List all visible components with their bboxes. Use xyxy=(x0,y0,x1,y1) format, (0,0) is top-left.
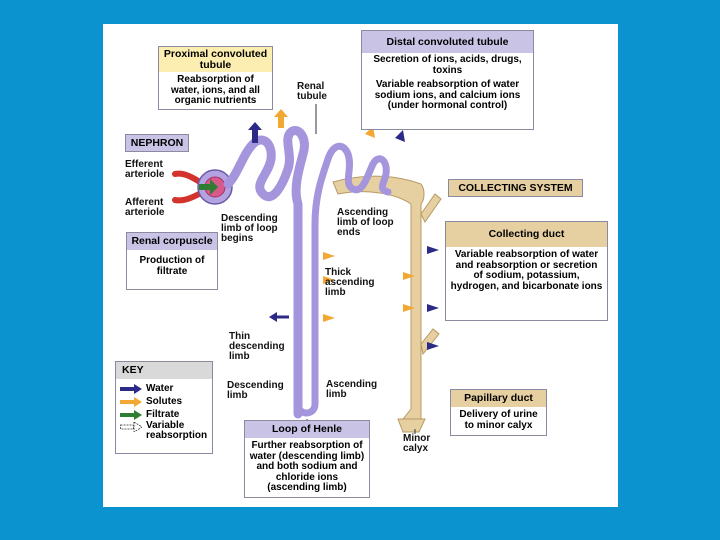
filtrate-arrow xyxy=(199,184,211,190)
label-minor-calyx: Minor calyx xyxy=(403,433,431,454)
label-thin-descending: Thin descending limb xyxy=(229,331,285,362)
label-afferent-arteriole: Afferent arteriole xyxy=(125,197,165,218)
proximal-tubule-box: Proximal convoluted tubule Reabsorption … xyxy=(158,46,273,110)
ascending-solute-arrow-3 xyxy=(323,314,335,322)
water-arrow-icon xyxy=(120,383,142,394)
papillary-duct-body: Delivery of urine to minor calyx xyxy=(459,409,538,431)
nephron-title: NEPHRON xyxy=(130,137,184,149)
loop-of-henle xyxy=(294,142,392,417)
minor-calyx-shape xyxy=(397,418,426,433)
solutes-arrow-icon xyxy=(120,396,142,407)
key-label-filtrate: Filtrate xyxy=(146,408,180,420)
papillary-duct-box: Papillary duct Delivery of urine to mino… xyxy=(450,389,547,436)
label-ascending-ends: Ascending limb of loop ends xyxy=(337,207,394,238)
pct-solute-arrow-head xyxy=(274,109,288,117)
pct-water-arrow xyxy=(252,129,258,143)
papillary-duct-title: Papillary duct xyxy=(451,390,546,407)
diagram-panel: Proximal convoluted tubule Reabsorption … xyxy=(103,24,618,507)
loop-of-henle-box: Loop of Henle Further reabsorption of wa… xyxy=(244,420,370,498)
collecting-water-arrow-2 xyxy=(427,304,439,312)
label-descending-limb: Descending limb xyxy=(227,380,284,401)
renal-corpuscle-title: Renal corpuscle xyxy=(127,233,217,250)
distal-tubule-body-1: Secretion of ions, acids, drugs, toxins xyxy=(373,54,522,76)
pct-water-arrow-head xyxy=(248,122,262,130)
key-label-solutes: Solutes xyxy=(146,395,183,407)
label-renal-tubule: Renal tubule xyxy=(297,81,327,102)
loop-water-arrow-head xyxy=(269,312,277,322)
collecting-duct-body: Variable reabsorption of water and reabs… xyxy=(450,249,603,292)
collecting-solute-arrow-2 xyxy=(403,304,415,312)
ascending-solute-arrow xyxy=(323,252,335,260)
ascending-solute-arrow-2 xyxy=(323,276,335,284)
key-item-variable: Variable reabsorption xyxy=(120,421,208,445)
collecting-system-box: COLLECTING SYSTEM xyxy=(448,179,583,197)
filtrate-arrow-head xyxy=(210,179,218,195)
nephron-box: NEPHRON xyxy=(125,134,189,152)
pct-solute-arrow xyxy=(278,116,284,128)
loop-of-henle-body: Further reabsorption of water (descendin… xyxy=(249,440,365,493)
collecting-duct-branch-2 xyxy=(420,328,440,356)
key-label-water: Water xyxy=(146,382,174,394)
renal-corpuscle-box: Renal corpuscle Production of filtrate xyxy=(126,232,218,290)
collecting-system-title: COLLECTING SYSTEM xyxy=(458,182,573,194)
key-box: KEY Water Solutes xyxy=(115,361,213,454)
distal-water-arrow xyxy=(395,130,405,142)
label-descending-begins: Descending limb of loop begins xyxy=(221,213,278,244)
key-title: KEY xyxy=(116,362,212,379)
proximal-tubule-body: Reabsorption of water, ions, and all org… xyxy=(171,74,260,106)
key-label-variable: Variable reabsorption xyxy=(146,420,208,441)
proximal-convoluted-tubule xyxy=(223,126,309,419)
collecting-duct-branch xyxy=(420,193,442,223)
label-efferent-arteriole: Efferent arteriole xyxy=(125,159,165,180)
distal-tubule-box: Distal convoluted tubule Secretion of io… xyxy=(361,30,534,130)
key-item-solutes: Solutes xyxy=(120,395,208,408)
label-thick-ascending: Thick ascending limb xyxy=(325,267,375,298)
proximal-tubule-title: Proximal convoluted tubule xyxy=(159,47,272,72)
filtrate-arrow-icon xyxy=(120,409,142,420)
variable-reabsorption-arrow-icon xyxy=(120,422,142,432)
loop-of-henle-title: Loop of Henle xyxy=(245,421,369,438)
distal-tubule-title: Distal convoluted tubule xyxy=(362,31,533,53)
renal-corpuscle-body: Production of filtrate xyxy=(139,255,205,277)
collecting-water-arrow xyxy=(427,246,439,254)
key-item-water: Water xyxy=(120,382,208,395)
nephron-illustration xyxy=(172,104,442,434)
collecting-duct-box: Collecting duct Variable reabsorption of… xyxy=(445,221,608,321)
collecting-duct-title: Collecting duct xyxy=(446,222,607,247)
distal-tubule-body-2: Variable reabsorption of water sodium io… xyxy=(374,79,521,111)
collecting-solute-arrow xyxy=(403,272,415,280)
label-ascending-limb: Ascending limb xyxy=(326,379,378,400)
collecting-water-arrow-3 xyxy=(427,342,439,350)
key-item-filtrate: Filtrate xyxy=(120,408,208,421)
